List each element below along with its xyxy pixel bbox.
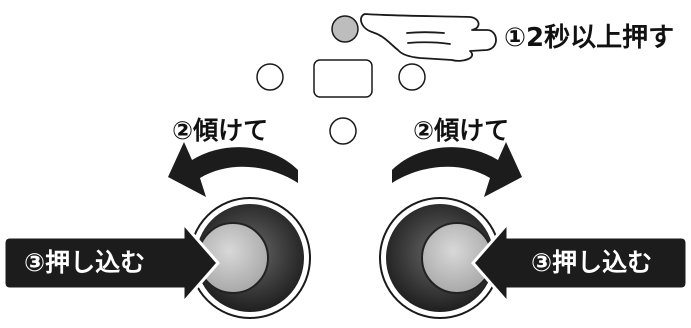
left-stick[interactable] — [189, 197, 311, 319]
curved-arrow-left-icon — [168, 142, 298, 197]
press-arrow-right-icon — [2, 219, 220, 307]
pointing-hand-icon — [360, 13, 497, 62]
step2-right-label: ②傾けて — [413, 116, 510, 145]
plus-button[interactable] — [398, 63, 426, 91]
step3-left-label: ③押し込む — [24, 248, 146, 277]
press-arrow-left-icon — [471, 219, 689, 307]
curved-arrow-right-icon — [392, 142, 522, 197]
step2-left-label: ②傾けて — [172, 116, 269, 145]
step1-label: ①2秒以上押す — [504, 23, 675, 53]
capture-button[interactable] — [329, 117, 357, 145]
minus-button[interactable] — [256, 63, 284, 91]
right-stick[interactable] — [379, 197, 501, 319]
home-button[interactable] — [331, 15, 359, 43]
step3-right-label: ③押し込む — [531, 248, 653, 277]
center-pad[interactable] — [313, 59, 373, 98]
